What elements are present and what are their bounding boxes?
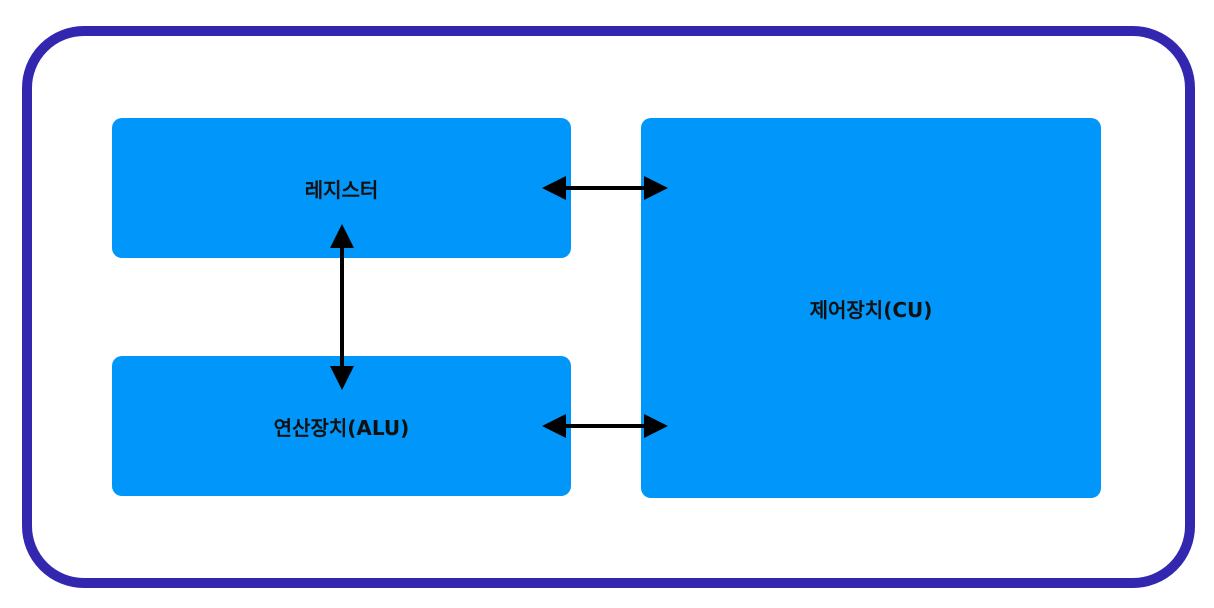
- cu-label: 제어장치(CU): [809, 297, 933, 322]
- alu-label: 연산장치(ALU): [273, 415, 410, 440]
- register-label: 레지스터: [304, 177, 379, 202]
- cu-box: 제어장치(CU): [641, 118, 1101, 498]
